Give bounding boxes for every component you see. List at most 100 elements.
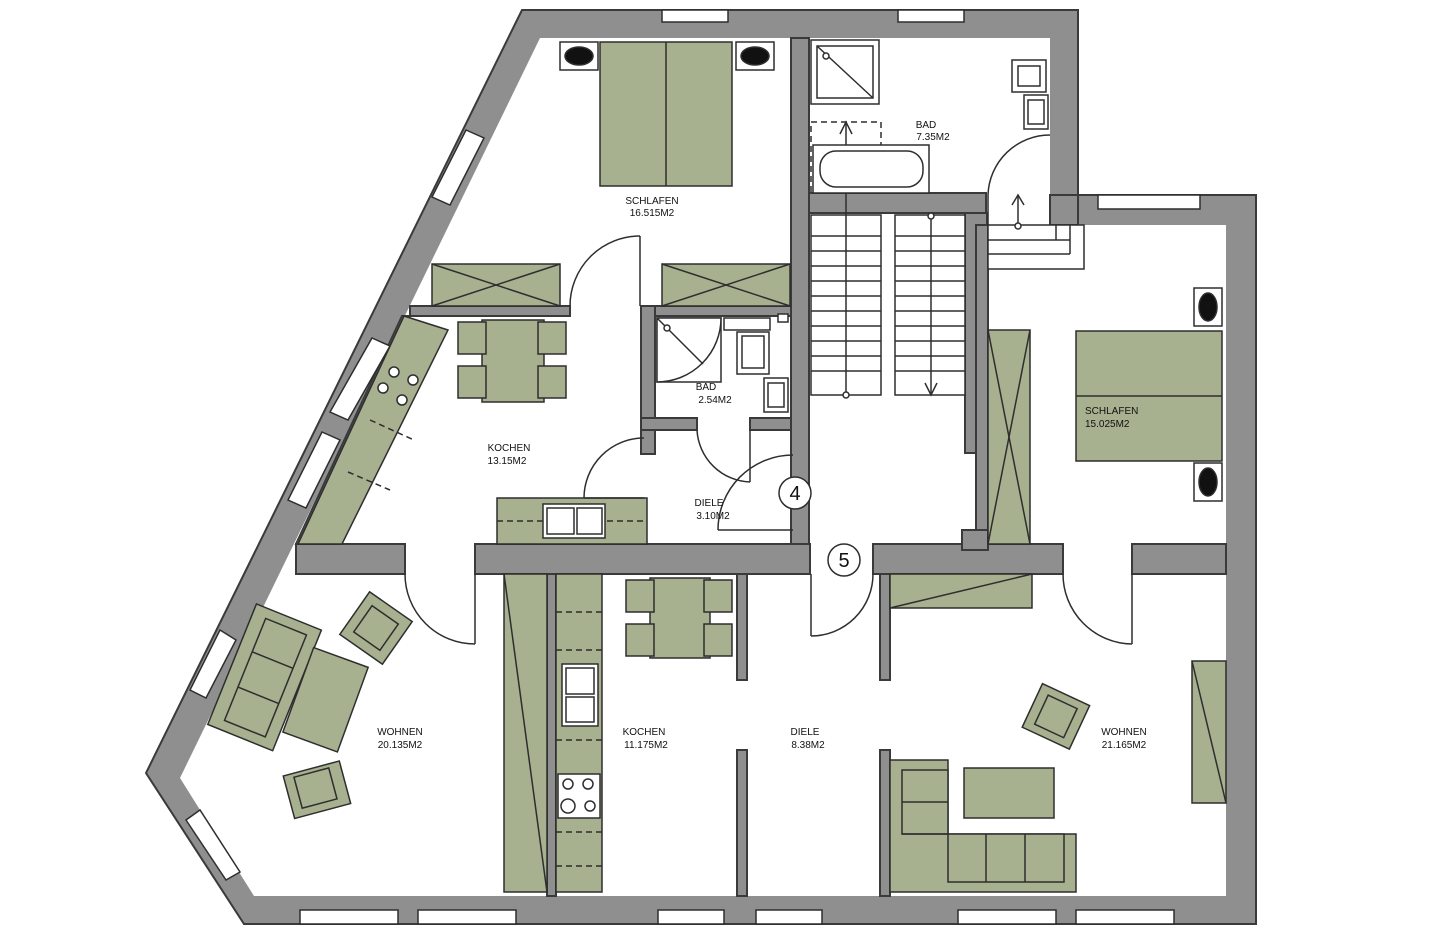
- chair: [457, 321, 487, 355]
- room-area: 7.35M2: [916, 132, 950, 143]
- door-swing: [569, 235, 641, 307]
- wall-diele-right-upper: [879, 573, 891, 681]
- room-area: 15.025M2: [1085, 419, 1130, 430]
- room-name: KOCHEN: [623, 727, 666, 738]
- window: [957, 909, 1057, 925]
- window: [897, 9, 965, 23]
- wall-stair-left: [790, 37, 810, 551]
- room-name: KOCHEN: [488, 443, 531, 454]
- wall-badsmall-left: [640, 305, 656, 431]
- door-swing: [696, 429, 751, 483]
- wall-kochen-right-upper: [736, 573, 748, 681]
- wall-kochen-right-lower: [736, 749, 748, 897]
- kitchen-counter: [296, 315, 450, 545]
- windows: [184, 9, 1201, 925]
- kochen-lower-furniture: [503, 573, 733, 893]
- room-name: SCHLAFEN: [625, 196, 678, 207]
- wall-schlafen-top-bottom-r: [640, 305, 792, 317]
- room-name: WOHNEN: [1101, 727, 1147, 738]
- stair-arrow-up-icon: [1011, 193, 1025, 206]
- window: [286, 431, 342, 509]
- wall-middle-horizontal-r2: [1131, 543, 1227, 575]
- room-name: DIELE: [791, 727, 820, 738]
- wall-bath-right-stub: [1049, 194, 1079, 226]
- window: [328, 337, 392, 421]
- window: [184, 808, 242, 881]
- door-swing: [404, 573, 476, 645]
- kitchen-counter: [555, 573, 603, 893]
- chair: [457, 365, 487, 399]
- room-name: WOHNEN: [377, 727, 423, 738]
- room-area: 11.175M2: [624, 740, 668, 751]
- schlafen-right-furniture: [987, 287, 1223, 545]
- washbasin: [723, 317, 771, 331]
- wall-kochen-left: [546, 573, 557, 897]
- apartment-number-badge: [778, 476, 812, 510]
- wall-badsmall-bottom-r: [749, 417, 792, 431]
- chair: [625, 623, 655, 657]
- room-area: 13.15M2: [488, 456, 527, 467]
- dining-table: [649, 577, 711, 659]
- window: [430, 129, 486, 206]
- stair-start-dot: [927, 212, 935, 220]
- entry-steps: [987, 224, 1085, 270]
- window: [1075, 909, 1175, 925]
- room-name: BAD: [916, 120, 937, 131]
- apartment-number: 5: [838, 550, 849, 572]
- wall-diele-upper-left: [640, 429, 656, 455]
- window: [755, 909, 823, 925]
- kochen-upper-furniture: [296, 315, 648, 545]
- window: [1097, 194, 1201, 210]
- dining-table: [481, 319, 545, 403]
- door-swing: [810, 573, 874, 637]
- coffee-table: [963, 767, 1055, 819]
- chair: [625, 579, 655, 613]
- wall-middle-horizontal-l: [295, 543, 406, 575]
- door-swing: [583, 437, 645, 499]
- window: [417, 909, 517, 925]
- wall-schlafen-right-left: [975, 224, 989, 531]
- window: [188, 628, 237, 700]
- stair-right-flight: [894, 214, 966, 396]
- chair: [537, 321, 567, 355]
- wall-middle-horizontal-c: [474, 543, 811, 575]
- room-area: 3.10M2: [696, 511, 730, 522]
- coffee-table: [281, 646, 370, 753]
- room-area: 21.165M2: [1102, 740, 1147, 751]
- stair-start-dot: [842, 391, 850, 399]
- room-area: 2.54M2: [698, 395, 732, 406]
- wohnen-right-furniture: [889, 573, 1227, 893]
- bad-small-fixtures: [656, 313, 789, 483]
- room-name: BAD: [696, 382, 717, 393]
- door-swing: [1062, 573, 1133, 645]
- wall-stair-bottom-step: [961, 529, 989, 551]
- bad-top-fixtures: [810, 39, 1051, 225]
- door-swing: [717, 454, 794, 531]
- diele-lower: 5: [810, 543, 1033, 637]
- wall-bath-bottom: [808, 192, 987, 214]
- room-name: DIELE: [695, 498, 724, 509]
- staircase: [810, 120, 1085, 399]
- window: [661, 9, 729, 23]
- window: [299, 909, 399, 925]
- room-area: 8.38M2: [791, 740, 825, 751]
- wall-diele-right-lower: [879, 749, 891, 897]
- room-area: 20.135M2: [378, 740, 423, 751]
- apartment-number: 4: [789, 483, 800, 505]
- stove-icon: [388, 366, 400, 378]
- schlafen-top-furniture: [431, 41, 791, 307]
- chair: [703, 579, 733, 613]
- wall-schlafen-top-bottom-l: [409, 305, 571, 317]
- chair: [703, 623, 733, 657]
- door-swing: [987, 134, 1051, 196]
- stair-arrow-down-icon: [924, 382, 938, 397]
- room-labels: SCHLAFEN 16.515M2 BAD 7.35M2 BAD 2.54M2 …: [377, 120, 1147, 751]
- room-area: 16.515M2: [630, 208, 675, 219]
- wall-badsmall-bottom-l: [640, 417, 698, 431]
- apartment-number-badge: [827, 543, 861, 577]
- wohnen-left-furniture: [206, 573, 476, 820]
- diele-upper: 4: [717, 454, 812, 531]
- room-name: SCHLAFEN: [1085, 406, 1138, 417]
- window: [657, 909, 725, 925]
